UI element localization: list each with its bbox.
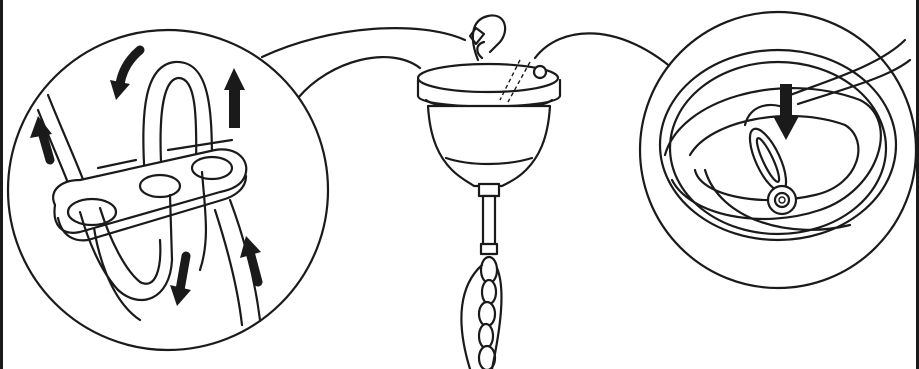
left-detail-panel (8, 30, 328, 350)
chain-link-2 (482, 280, 496, 304)
canopy-stem-collar (479, 184, 499, 196)
right-detail-circle (640, 12, 916, 288)
left-callout-leader-lower (298, 57, 420, 98)
canopy-bell (428, 106, 550, 186)
left-callout-leader (262, 28, 465, 57)
plate-hole-3 (192, 157, 232, 179)
canopy-stem-end (481, 244, 497, 254)
right-detail-panel (640, 12, 916, 288)
canopy-stem (483, 196, 495, 246)
canopy-assembly (418, 15, 560, 369)
plate-hole-2 (140, 175, 180, 197)
canopy-cord-hole (534, 66, 546, 78)
chain-link-4 (479, 324, 493, 348)
plate-hole-1 (68, 199, 116, 225)
eye-bolt-nut (775, 193, 789, 207)
right-callout-leader (535, 33, 680, 75)
canopy-hook-clip-b (477, 42, 484, 58)
chain-link-3 (479, 302, 495, 326)
